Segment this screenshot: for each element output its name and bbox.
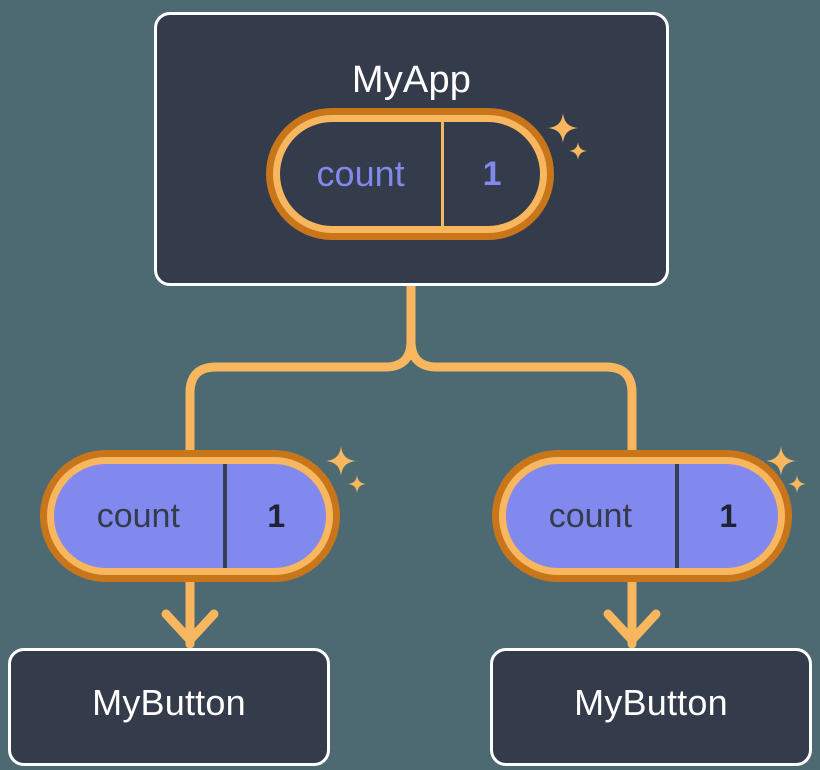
pill-inner-ring: count 1 [47, 457, 333, 575]
state-value-label: 1 [441, 122, 540, 226]
mybutton-title: MyButton [574, 682, 728, 723]
state-value-label: 1 [674, 464, 778, 568]
mybutton-title: MyButton [92, 682, 246, 723]
sparkle-small-right-icon [788, 475, 806, 493]
state-pill-right[interactable]: count 1 [492, 450, 792, 582]
arrow-left-pill-to-button [161, 577, 219, 649]
state-key-label: count [96, 496, 180, 535]
wire-branch-right [406, 336, 637, 455]
state-key-label: count [316, 153, 405, 194]
state-key-label: count [548, 496, 632, 535]
state-pill-left[interactable]: count 1 [40, 450, 340, 582]
state-value-label: 1 [222, 464, 326, 568]
wire-branch-left [185, 336, 416, 455]
pill-inner-ring: count 1 [499, 457, 785, 575]
pill-body: count 1 [54, 464, 326, 568]
myapp-title: MyApp [351, 59, 472, 101]
mybutton-component-box-right[interactable]: MyButton [490, 648, 812, 766]
pill-body: count 1 [506, 464, 778, 568]
mybutton-component-box-left[interactable]: MyButton [8, 648, 330, 766]
arrow-right-pill-to-button [603, 577, 661, 649]
pill-body: count 1 [280, 122, 540, 226]
state-pill-myapp[interactable]: count 1 [266, 108, 554, 240]
pill-inner-ring: count 1 [273, 115, 547, 233]
sparkle-large-left-icon [326, 446, 356, 476]
sparkle-small-left-icon [348, 475, 366, 493]
